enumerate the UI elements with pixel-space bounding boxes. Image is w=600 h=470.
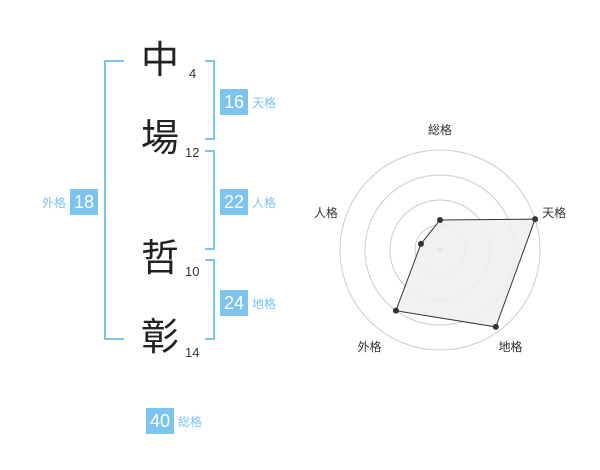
stroke-count-2: 12	[185, 145, 200, 160]
radar-axis-label-5: 人格	[314, 205, 338, 220]
radar-points	[392, 216, 539, 330]
soukaku-label: 総格	[178, 414, 203, 429]
name-char-3: 哲	[140, 236, 179, 280]
name-char-1: 中	[140, 38, 179, 82]
jinkaku-label: 人格	[252, 195, 277, 210]
radar-axis-label-3: 地格	[498, 339, 522, 354]
stroke-count-4: 14	[185, 345, 200, 360]
stroke-count-1: 4	[189, 66, 197, 81]
radar-point-1	[437, 217, 443, 223]
name-char-4: 彰	[140, 315, 179, 359]
chikaku-badge: 24 地格	[220, 290, 280, 316]
tenkaku-value: 16	[220, 89, 249, 115]
soukaku-value: 40	[146, 408, 175, 434]
gaikaku-label: 外格	[42, 195, 67, 210]
gaikaku-bracket	[104, 60, 124, 340]
tenkaku-badge: 16 天格	[220, 89, 280, 115]
chikaku-value: 24	[220, 290, 249, 316]
chikaku-label: 地格	[252, 296, 277, 311]
radar-axis-label-1: 総格	[428, 122, 452, 137]
chikaku-bracket	[205, 259, 215, 340]
radar-point-5	[417, 240, 424, 247]
gaikaku-value: 18	[70, 189, 99, 215]
radar-point-2	[532, 216, 539, 223]
tenkaku-bracket	[205, 60, 215, 140]
jinkaku-value: 22	[220, 189, 249, 215]
radar-point-4	[392, 307, 399, 314]
radar-ring-4	[339, 149, 541, 351]
radar-axis-label-2: 天格	[542, 205, 566, 220]
jinkaku-bracket	[205, 150, 215, 250]
radar-axis-label-4: 外格	[357, 339, 381, 354]
gaikaku-badge: 外格 18	[38, 189, 99, 215]
jinkaku-badge: 22 人格	[220, 189, 280, 215]
soukaku-badge: 40 総格	[146, 408, 206, 434]
tenkaku-label: 天格	[252, 95, 277, 110]
radar-area	[395, 218, 536, 328]
stroke-count-3: 10	[185, 264, 200, 279]
name-char-2: 場	[140, 116, 179, 160]
radar-point-3	[492, 323, 499, 330]
